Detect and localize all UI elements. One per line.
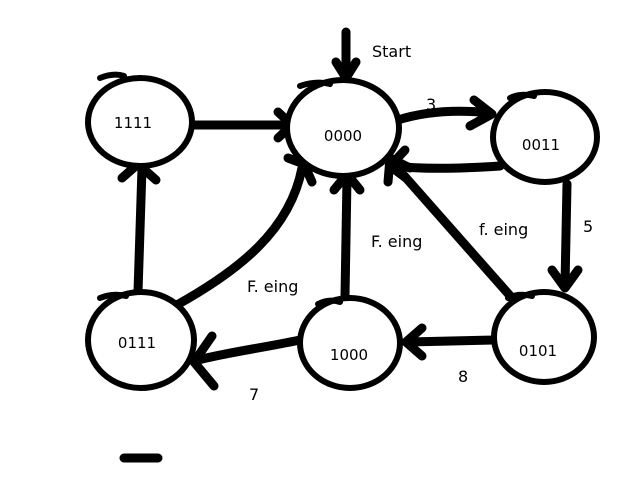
state-label-1000: 1000	[330, 346, 368, 364]
state-node-1111: 1111	[85, 71, 195, 169]
state-node-0011: 0011	[490, 89, 600, 185]
state-label-0111: 0111	[118, 334, 156, 352]
edge-label-f-eing-0101: f. eing	[479, 220, 528, 239]
state-label-0000: 0000	[324, 127, 362, 145]
edge-0101-to-1000	[401, 323, 499, 361]
edge-label-3: 3	[426, 95, 436, 114]
state-node-0101: 0101	[491, 289, 597, 385]
state-node-0000: 0000	[284, 77, 402, 179]
state-label-0101: 0101	[519, 342, 557, 360]
state-label-1111: 1111	[114, 114, 152, 132]
edge-1000-to-0000	[329, 169, 365, 301]
state-node-1000: 1000	[297, 295, 403, 391]
edge-0011-to-0101	[547, 179, 583, 293]
edge-label-f-eing-0111: F. eing	[247, 277, 298, 296]
edge-0111-to-1111	[117, 159, 161, 297]
edge-label-7: 7	[249, 385, 259, 404]
edge-0000-to-0011	[393, 95, 497, 131]
edge-1000-to-0111	[189, 331, 305, 391]
edge-label-8: 8	[458, 367, 468, 386]
edge-1111-to-0000	[187, 107, 297, 143]
start-arrow	[331, 27, 361, 83]
edge-label-5: 5	[583, 217, 593, 236]
start-label: Start	[372, 42, 411, 61]
state-label-0011: 0011	[522, 136, 560, 154]
edge-label-f-eing-1000: F. eing	[371, 232, 422, 251]
state-node-0111: 0111	[85, 289, 197, 391]
